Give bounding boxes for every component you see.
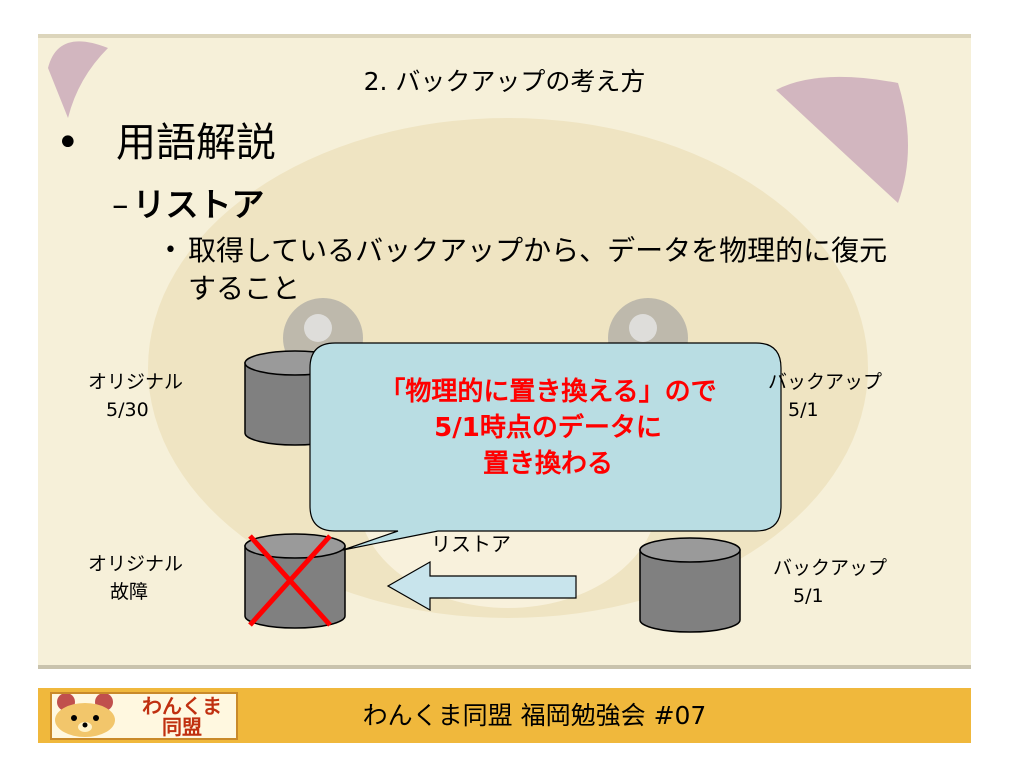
slide-background-art	[48, 41, 908, 633]
label-original-top: オリジナル 5/30	[88, 368, 183, 424]
callout-bubble-shape	[309, 342, 782, 551]
label-backup-bottom-line2: 5/1	[793, 585, 824, 607]
left-eye-highlight	[304, 314, 332, 342]
bear-face-icon	[55, 694, 115, 737]
failure-cross-icon	[248, 534, 332, 627]
footer-bar: わんくま 同盟 わんくま同盟 福岡勉強会 #07	[38, 688, 971, 743]
callout-line-3: 置き換わる	[482, 449, 613, 479]
callout-line-2: 5/1時点のデータに	[434, 413, 662, 443]
right-ear-shape	[776, 76, 908, 203]
label-original-broken-line1: オリジナル	[88, 553, 184, 575]
label-original-broken-line2: 故障	[110, 581, 149, 603]
slide-title: 2. バックアップの考え方	[363, 67, 646, 96]
bullet-level-1: • 用語解説	[56, 110, 276, 168]
callout-line-1: 「物理的に置き換える」ので	[379, 377, 717, 407]
left-ear-shape	[48, 41, 108, 119]
bullet-level-3-text: 取得しているバックアップから、データを物理的に復元すること	[188, 234, 888, 305]
bullet-level-2: –リストア	[112, 178, 265, 226]
wankuma-logo: わんくま 同盟	[50, 692, 238, 740]
bullet-dot: •	[56, 120, 80, 166]
bullet-level-1-text: 用語解説	[116, 120, 276, 166]
label-backup-bottom: バックアップ 5/1	[773, 554, 887, 610]
cylinder-backup-bottom	[639, 537, 741, 633]
label-backup-top-line2: 5/1	[788, 399, 819, 421]
logo-text: わんくま 同盟	[142, 696, 222, 738]
right-eye-highlight	[629, 314, 657, 342]
logo-text-line1: わんくま	[142, 694, 222, 718]
bullet-small-dot: •	[164, 238, 177, 263]
slide: 2. バックアップの考え方 •用語解説 –リストア • 取得しているバックアップ…	[38, 34, 971, 669]
label-backup-top-line1: バックアップ	[768, 371, 883, 393]
restore-arrow-icon	[386, 560, 577, 612]
logo-text-line2: 同盟	[162, 715, 202, 739]
label-backup-top: バックアップ 5/1	[768, 368, 882, 424]
label-original-broken: オリジナル 故障	[88, 550, 183, 606]
bullet-level-2-text: リストア	[132, 185, 265, 224]
label-original-top-line1: オリジナル	[88, 371, 184, 393]
label-original-top-line2: 5/30	[106, 399, 149, 421]
callout-text: 「物理的に置き換える」ので 5/1時点のデータに 置き換わる	[313, 374, 783, 482]
bullet-dash: –	[112, 185, 129, 224]
footer-title: わんくま同盟 福岡勉強会 #07	[362, 701, 707, 730]
label-backup-bottom-line1: バックアップ	[773, 557, 888, 579]
label-restore-arrow: リストア	[431, 532, 511, 556]
